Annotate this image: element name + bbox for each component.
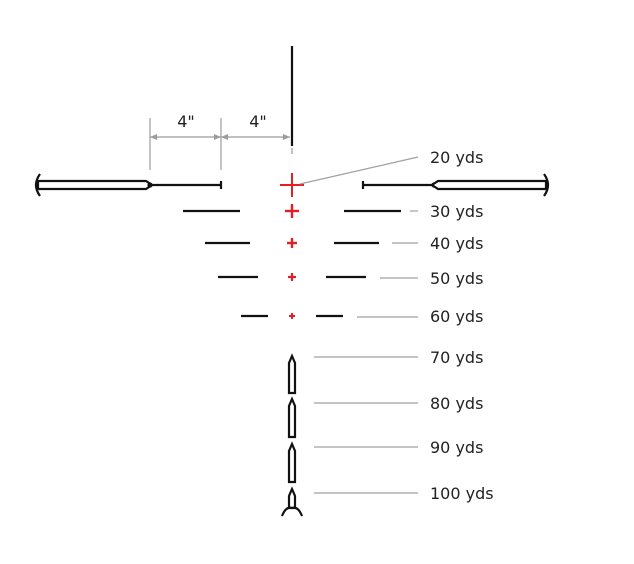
post-80: [287, 396, 297, 439]
range-labels: 20 yds 30 yds 40 yds 50 yds 60 yds 70 yd…: [430, 148, 494, 503]
left-thick-bar: [36, 179, 154, 191]
aim-cross-50: [288, 273, 296, 281]
right-horizontal-arm: [361, 173, 550, 197]
range-label-60: 60 yds: [430, 307, 483, 326]
dimension-markers: 4" 4": [149, 112, 293, 170]
range-label-40: 40 yds: [430, 234, 483, 253]
range-label-100: 100 yds: [430, 484, 494, 503]
range-label-70: 70 yds: [430, 348, 483, 367]
left-bar-end-cap: [34, 173, 41, 197]
aim-points: [280, 173, 304, 319]
holdover-bars: [183, 209, 401, 318]
dim-arrow-right-a: [221, 134, 228, 140]
right-bar-end-cap: [543, 173, 550, 197]
range-label-30: 30 yds: [430, 202, 483, 221]
range-label-80: 80 yds: [430, 394, 483, 413]
right-thick-bar: [430, 179, 548, 191]
dim-label-right: 4": [249, 112, 267, 131]
dim-arrow-right-b: [283, 134, 290, 140]
range-label-20: 20 yds: [430, 148, 483, 167]
dim-arrow-left-b: [214, 134, 221, 140]
post-100: [287, 486, 297, 510]
lower-posts: [280, 353, 304, 517]
aim-cross-40: [287, 238, 297, 248]
aim-cross-60: [289, 313, 295, 319]
aim-cross-20: [280, 173, 304, 197]
aim-cross-30: [285, 204, 299, 218]
dim-arrow-left-a: [150, 134, 157, 140]
dim-label-left: 4": [177, 112, 195, 131]
range-label-90: 90 yds: [430, 438, 483, 457]
left-horizontal-arm: [34, 173, 223, 197]
post-70: [287, 353, 297, 395]
post-90: [287, 441, 297, 484]
post-100-base: [280, 506, 304, 517]
leader-20: [299, 156, 419, 185]
range-label-50: 50 yds: [430, 269, 483, 288]
leader-lines: [299, 156, 419, 494]
